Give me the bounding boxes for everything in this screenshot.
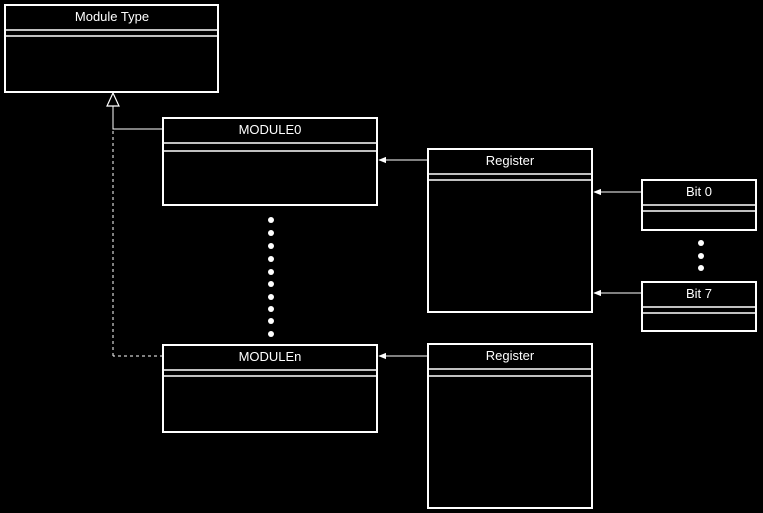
bit7-label: Bit 7 (686, 286, 712, 301)
module0-class: MODULE0 (162, 117, 378, 206)
register-top-class: Register (427, 148, 593, 313)
modulen-class: MODULEn (162, 344, 378, 433)
inheritance-connector (106, 91, 163, 357)
bit7-class: Bit 7 (641, 281, 757, 332)
inheritance-triangle-icon (106, 91, 120, 107)
register-top-label: Register (486, 153, 535, 168)
register-bottom-class: Register (427, 343, 593, 509)
bit0-label: Bit 0 (686, 184, 712, 199)
modulen-label: MODULEn (239, 349, 302, 364)
bit0-class: Bit 0 (641, 179, 757, 231)
module-type-label: Module Type (75, 9, 149, 24)
register-bottom-label: Register (486, 348, 535, 363)
module-type-class: Module Type (4, 4, 219, 93)
bit-ellipsis-icon (698, 240, 704, 271)
module0-label: MODULE0 (239, 122, 302, 137)
module-ellipsis-icon (268, 217, 274, 337)
